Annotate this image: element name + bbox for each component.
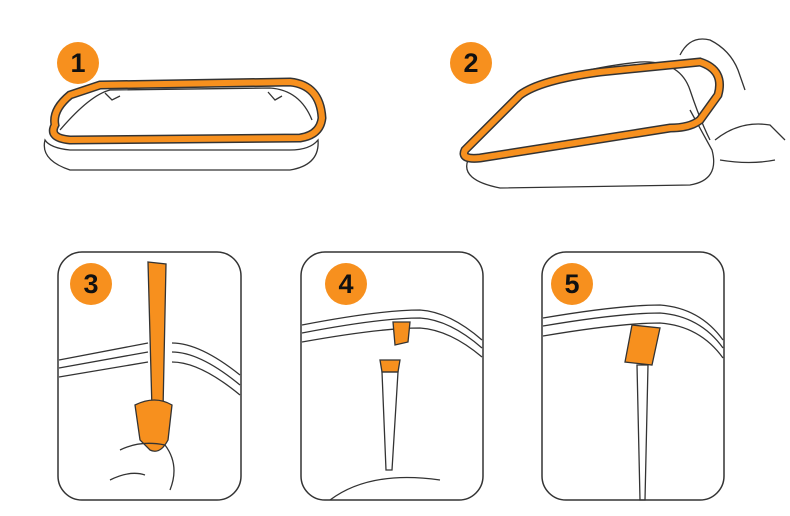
step-3-panel bbox=[57, 251, 242, 501]
step-panels bbox=[57, 251, 725, 501]
step-1-badge: 1 bbox=[57, 42, 99, 84]
step-1-illustration bbox=[43, 77, 327, 171]
step-3-illustration bbox=[58, 261, 241, 491]
step-5-badge: 5 bbox=[551, 263, 593, 305]
step-4-badge: 4 bbox=[325, 263, 367, 305]
step-5-panel bbox=[541, 251, 725, 501]
step-2-badge: 2 bbox=[450, 42, 492, 84]
step-2-illustration bbox=[459, 38, 786, 189]
step-4-illustration bbox=[301, 309, 483, 501]
step-4-panel bbox=[300, 251, 484, 501]
step-5-illustration bbox=[542, 304, 724, 501]
step-3-badge: 3 bbox=[70, 263, 112, 305]
